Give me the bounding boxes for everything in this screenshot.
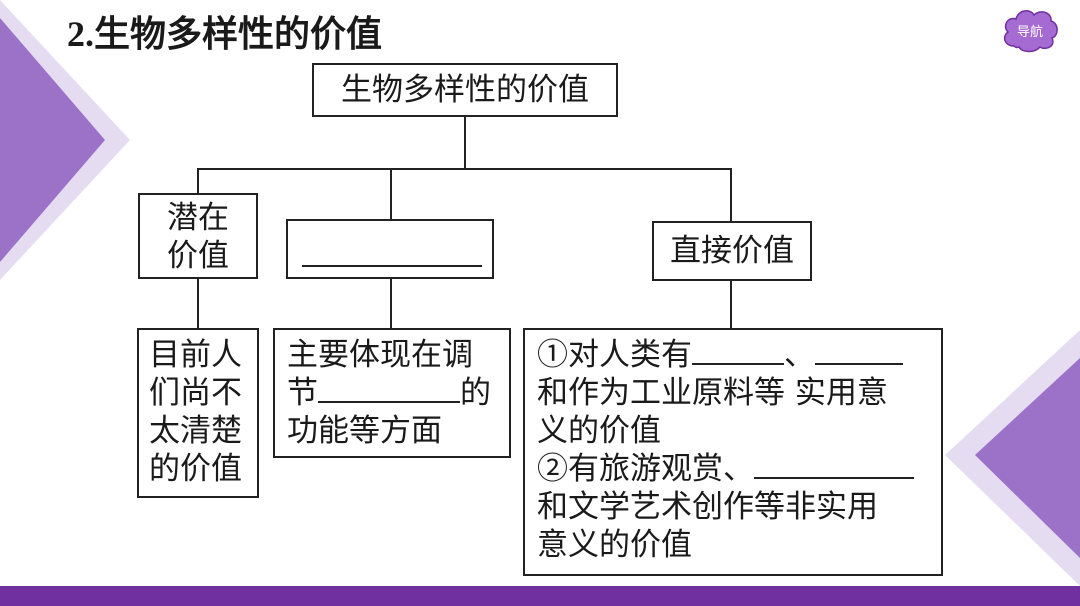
detail-indirect-line1: 主要体现在调 xyxy=(287,337,473,373)
detail-direct-p2-line1: ②有旅游观赏、 xyxy=(537,450,941,488)
branch-potential-label-line: 价值 xyxy=(167,238,229,274)
detail-direct: ①对人类有 、 和作为工业原料等 实用意 义的价值 ②有旅游观赏、 和文学艺术创作… xyxy=(523,328,943,576)
page-title: 2.生物多样性的价值 xyxy=(67,12,382,56)
nav-label: 导航 xyxy=(1016,24,1043,40)
branch-direct-label: 直接价值 xyxy=(670,233,794,269)
bottom-accent-bar xyxy=(0,586,1080,606)
nav-button[interactable]: 导航 xyxy=(1000,6,1060,54)
blank-line xyxy=(692,337,784,365)
blank-line xyxy=(318,375,460,403)
detail-indirect: 主要体现在调 节的 功能等方面 xyxy=(273,328,511,458)
branch3-detail-connector xyxy=(730,279,732,330)
root-node: 生物多样性的价值 xyxy=(312,63,618,117)
title-number: 2. xyxy=(67,14,94,54)
cloud-icon xyxy=(1003,10,1058,53)
blank-line xyxy=(754,451,914,479)
blank-line xyxy=(815,337,903,365)
horizontal-connector xyxy=(197,168,732,170)
title-text: 生物多样性的价值 xyxy=(94,13,383,55)
root-label: 生物多样性的价值 xyxy=(341,72,589,108)
branch-direct-value: 直接价值 xyxy=(652,221,812,281)
detail-indirect-line2-suffix: 的 xyxy=(460,375,491,411)
detail-potential-line: 太清楚 xyxy=(149,413,242,449)
left-triangle-decoration xyxy=(0,0,130,280)
detail-direct-p1-line3: 义的价值 xyxy=(537,413,661,449)
branch1-detail-connector xyxy=(197,277,199,330)
right-triangle-decoration xyxy=(945,330,1080,586)
detail-potential-line: 的价值 xyxy=(149,451,242,487)
branch3-connector xyxy=(730,168,732,223)
detail-direct-p2-line3: 意义的价值 xyxy=(537,527,692,563)
detail-direct-p1-line2: 和作为工业原料等 实用意 xyxy=(537,375,888,411)
blank-line xyxy=(302,239,482,267)
detail-indirect-line2-prefix: 节 xyxy=(287,375,318,411)
detail-direct-p2-line2: 和文学艺术创作等非实用 xyxy=(537,489,878,525)
branch-potential-value: 潜在 价值 xyxy=(138,193,258,279)
detail-indirect-line2: 节的 xyxy=(287,374,509,412)
detail-direct-p1-prefix: ①对人类有 xyxy=(537,337,692,373)
detail-potential-line: 目前人 xyxy=(149,337,242,373)
branch2-connector xyxy=(390,168,392,221)
detail-indirect-line3: 功能等方面 xyxy=(287,413,442,449)
branch-potential-label-line: 潜在 xyxy=(167,200,229,236)
detail-potential: 目前人 们尚不 太清楚 的价值 xyxy=(137,328,259,498)
branch1-connector xyxy=(197,168,199,195)
detail-direct-p1-line1: ①对人类有 、 xyxy=(537,336,941,374)
branch2-detail-connector xyxy=(390,277,392,330)
detail-direct-p2-prefix: ②有旅游观赏、 xyxy=(537,451,754,487)
detail-potential-line: 们尚不 xyxy=(149,375,242,411)
root-connector xyxy=(464,115,466,169)
detail-direct-p1-sep: 、 xyxy=(784,337,815,373)
branch-blank-value xyxy=(286,219,494,279)
